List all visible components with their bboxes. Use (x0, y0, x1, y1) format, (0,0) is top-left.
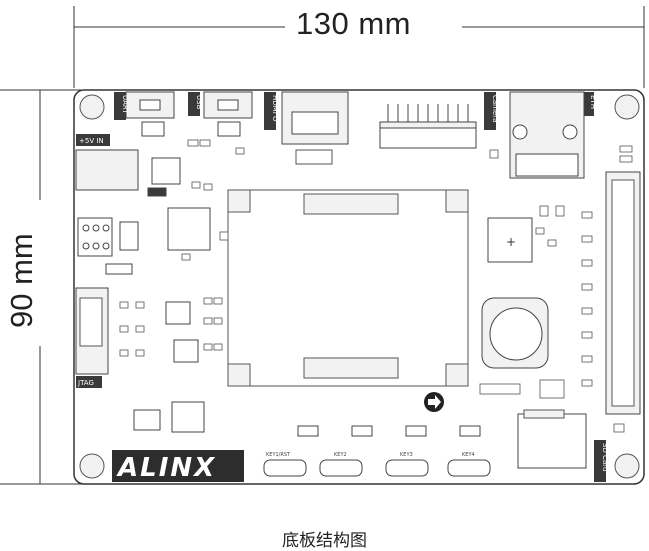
height-dimension-lines (0, 89, 90, 485)
expansion-header (605, 171, 641, 415)
sd-card-label: SD Card (601, 443, 609, 471)
hdmi-connector (281, 91, 349, 165)
key2-label: KEY2 (334, 452, 347, 458)
usb-label: USB (195, 95, 203, 110)
core-board-socket (227, 189, 469, 387)
left-components (77, 157, 211, 433)
right-chip: + (487, 217, 533, 263)
power-label: +5V IN (79, 137, 104, 145)
mounting-holes (79, 94, 640, 479)
ethernet-connector (509, 91, 585, 179)
keys (263, 459, 491, 477)
figure-caption: 底板结构图 (282, 531, 367, 551)
width-dimension-label: 130 mm (296, 6, 411, 41)
alinx-logo: ALINX (112, 450, 244, 483)
camera-label: Camera (491, 95, 499, 122)
arrow-icon (424, 392, 444, 412)
camera-header (379, 104, 477, 149)
brand-text: ALINX (116, 453, 216, 483)
key1-label: KEY1/RST (266, 452, 291, 458)
key3-label: KEY3 (400, 452, 413, 458)
svg-text:+: + (506, 235, 516, 249)
port-labels: UART USB HDMI O Camera ETH (114, 92, 597, 130)
uart-label: UART (121, 95, 129, 114)
led-row (297, 425, 481, 437)
rtc-battery (481, 297, 549, 369)
hdmi-label: HDMI O (271, 95, 279, 122)
eth-label: ETH (589, 95, 597, 109)
width-dimension-lines (73, 6, 645, 88)
uart-connector (125, 91, 175, 137)
power-input: +5V IN (75, 134, 139, 191)
usb-connector (203, 91, 253, 137)
jtag-connector: JTAG (75, 287, 109, 388)
key4-label: KEY4 (462, 452, 475, 458)
jtag-label: JTAG (77, 379, 94, 387)
passive-components (119, 139, 633, 433)
sd-card-slot: SD Card (517, 409, 609, 482)
